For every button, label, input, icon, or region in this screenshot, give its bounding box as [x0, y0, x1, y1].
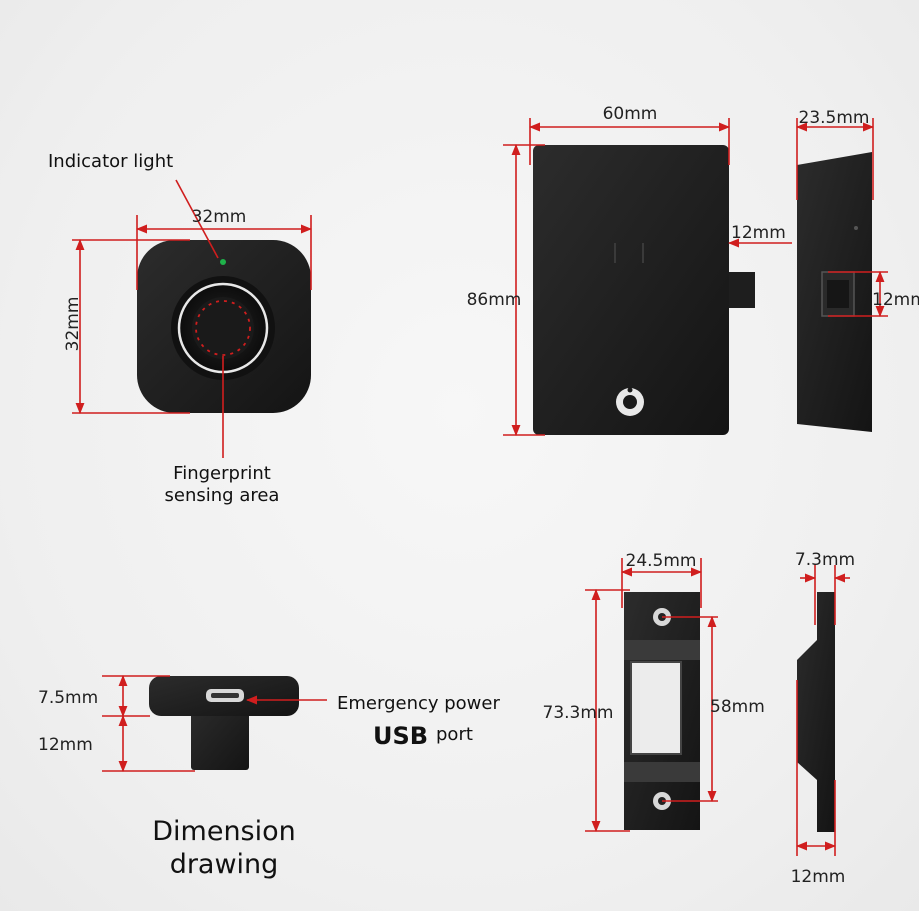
strike-opening [630, 661, 682, 755]
stem-length-label: 12mm [38, 735, 93, 755]
lock-body [533, 145, 729, 435]
side-depth-label: 23.5mm [799, 108, 870, 128]
fingerprint-label-1: Fingerprint [173, 463, 271, 484]
head-thickness-label: 7.5mm [38, 688, 98, 708]
lock-width-label: 60mm [603, 104, 658, 124]
strike-plate-front-view: 24.5mm 73.3mm 58mm [543, 551, 765, 833]
strike-side-thickness-label: 7.3mm [795, 550, 855, 570]
strike-hole-spacing-label: 58mm [710, 697, 765, 717]
fingerprint-sensor [192, 297, 254, 359]
sensor-front-view: Indicator light 32mm 32mm Fingerprint se… [48, 151, 313, 506]
usb-label: USB [373, 722, 428, 750]
sensor-width-label: 32mm [192, 207, 247, 227]
lock-side-view: 23.5mm 12mm [795, 108, 919, 432]
emergency-power-label: Emergency power [337, 693, 500, 714]
diagram-title-line2: drawing [170, 849, 279, 880]
lock-body-front-view: 60mm 86mm 12mm [467, 104, 792, 437]
port-label: port [436, 724, 473, 745]
sensor-height-label: 32mm [63, 297, 83, 352]
fingerprint-label-2: sensing area [165, 485, 280, 506]
bolt-width-label: 12mm [731, 223, 786, 243]
strike-width-label: 24.5mm [626, 551, 697, 571]
indicator-leader [175, 179, 219, 259]
sensor-stem [191, 705, 249, 770]
sensing-area-outline [195, 300, 251, 356]
indicator-light-icon [220, 259, 226, 265]
strike-side-body [797, 592, 835, 832]
lock-height-label: 86mm [467, 290, 522, 310]
strike-side-depth-label: 12mm [791, 867, 846, 887]
diagram-title-line1: Dimension [152, 816, 296, 847]
sensor-side-view: 7.5mm 12mm Emergency power USB port [38, 674, 500, 773]
strike-plate-side-view: 7.3mm 12mm [791, 550, 855, 887]
strike-height-label: 73.3mm [543, 703, 614, 723]
indicator-light-label: Indicator light [48, 151, 173, 172]
side-bolt-label: 12mm [872, 290, 919, 310]
lock-bolt [729, 272, 755, 308]
